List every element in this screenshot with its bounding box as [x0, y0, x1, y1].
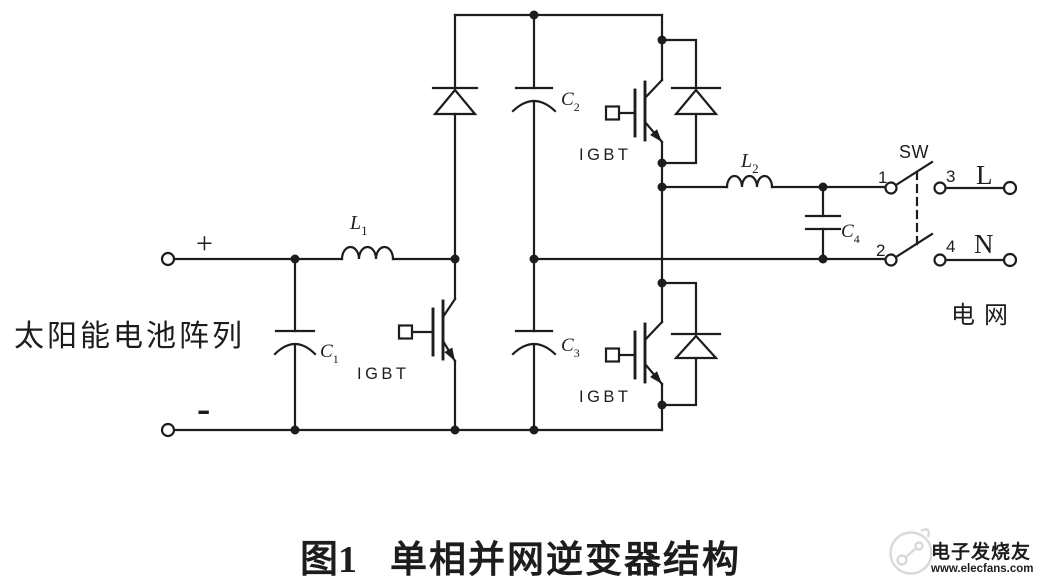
watermark: 电子发烧友 www.elecfans.com — [889, 528, 1033, 575]
c4-label: C4 — [841, 221, 860, 246]
caption-title: 单相并网逆变器结构 — [390, 539, 741, 581]
plus-terminal — [160, 251, 176, 267]
watermark-brand: 电子发烧友 — [931, 540, 1031, 563]
l2-label: L2 — [740, 150, 759, 176]
switch-label: SW — [899, 142, 929, 162]
capacitor-c1 — [273, 257, 317, 432]
switch-contact-2 — [884, 253, 898, 267]
upper-antiparallel-diode — [660, 38, 722, 165]
neutral-label: N — [974, 229, 994, 259]
watermark-logo-icon — [889, 528, 933, 575]
contact-3-number: 3 — [946, 167, 955, 186]
line-terminal — [1002, 180, 1018, 196]
upper-igbt-label: IGBT — [579, 146, 632, 164]
neutral-terminal — [1002, 252, 1018, 268]
capacitor-c3 — [511, 329, 557, 432]
contact-2-number: 2 — [876, 241, 885, 260]
switch-contact-4 — [933, 253, 947, 267]
junction-dots — [290, 10, 828, 435]
c2-label: C2 — [561, 89, 580, 114]
switch-blade-lower — [894, 232, 934, 259]
l1-label: L1 — [349, 212, 368, 238]
minus-terminal — [160, 422, 176, 438]
contact-4-number: 4 — [946, 237, 955, 256]
boost-diode — [431, 13, 479, 261]
grid-label: 电网 — [951, 302, 1017, 329]
capacitor-c2 — [511, 13, 557, 333]
grid-switch — [884, 160, 1018, 268]
c3-label: C3 — [561, 335, 580, 360]
switch-contact-1 — [884, 181, 898, 195]
lower-igbt-gate — [604, 347, 621, 363]
solar-array-label: 太阳能电池阵列 — [14, 320, 245, 353]
caption-figure-number: 图1 — [300, 539, 357, 581]
watermark-site: www.elecfans.com — [930, 563, 1033, 575]
contact-1-number: 1 — [878, 168, 887, 187]
upper-igbt — [604, 78, 664, 144]
lower-igbt-label: IGBT — [579, 388, 632, 406]
boost-igbt — [397, 257, 457, 432]
lower-igbt — [604, 320, 664, 432]
capacitor-c4 — [804, 185, 842, 261]
minus-sign: - — [197, 386, 210, 431]
switch-contact-3 — [933, 181, 947, 195]
line-label: L — [976, 160, 993, 190]
c1-label: C1 — [320, 341, 339, 366]
plus-sign: + — [196, 227, 213, 260]
dc-bus-wires — [172, 13, 887, 432]
boost-igbt-gate — [397, 324, 414, 340]
boost-igbt-label: IGBT — [357, 365, 410, 383]
inductor-l1 — [340, 245, 457, 261]
upper-igbt-gate — [604, 105, 621, 121]
switch-blade-upper — [894, 160, 934, 187]
lower-antiparallel-diode — [660, 281, 722, 407]
inductor-l2 — [660, 174, 887, 189]
